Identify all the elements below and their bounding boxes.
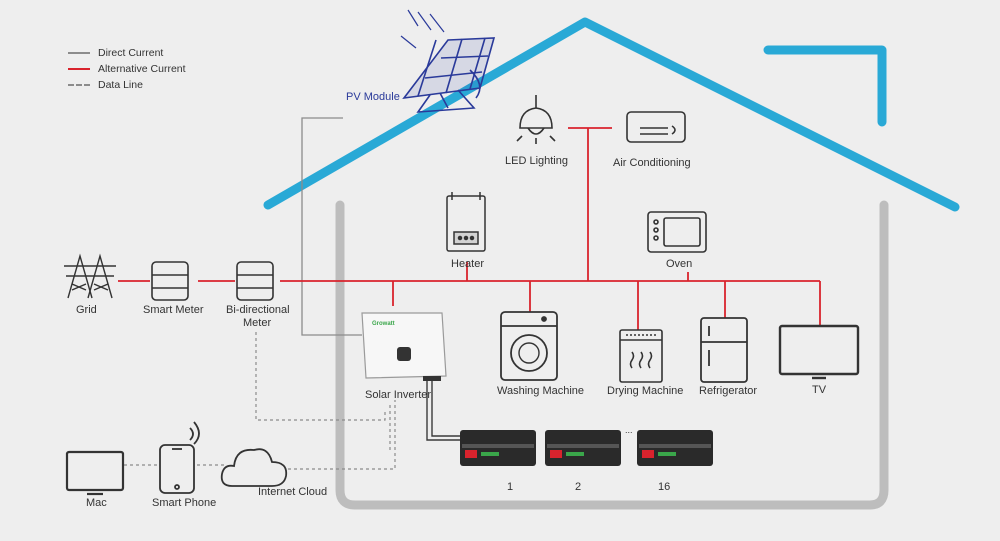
solar-inverter-label: Solar Inverter — [365, 389, 432, 401]
transmission-tower-icon — [64, 253, 116, 299]
bidirectional-meter-label-line2: Meter — [243, 317, 272, 329]
grid-label: Grid — [76, 304, 97, 316]
battery-ellipsis: ... — [625, 425, 633, 435]
washing-machine-icon — [500, 311, 558, 381]
legend-data-swatch — [68, 84, 90, 87]
pv-module-label: PV Module — [346, 91, 400, 103]
mac-label: Mac — [86, 497, 107, 509]
legend-data-label: Data Line — [98, 79, 143, 91]
inverter-icon — [361, 312, 447, 381]
air-conditioning-label: Air Conditioning — [613, 157, 691, 169]
battery-1-label: 1 — [507, 481, 514, 493]
tv-label: TV — [812, 384, 827, 396]
legend-data-line: Data Line — [68, 79, 143, 91]
inverter-brand: Growatt — [372, 321, 395, 327]
ac-lines — [118, 127, 821, 330]
legend-dc-label: Direct Current — [98, 47, 164, 59]
data-lines — [124, 332, 396, 470]
legend-direct-current: Direct Current — [68, 47, 163, 59]
meter-icon — [236, 261, 274, 301]
oven-icon — [647, 211, 707, 253]
bulb-icon — [516, 95, 556, 144]
phone-icon — [159, 421, 200, 494]
heater-icon — [446, 192, 486, 252]
battery-icon — [460, 430, 536, 466]
dc-line-pv-inverter — [301, 117, 362, 336]
battery-2-label: 2 — [575, 481, 582, 493]
battery-16-label: 16 — [658, 481, 671, 493]
bidirectional-meter-label-line1: Bi-directional — [226, 304, 290, 316]
smart-meter-label: Smart Meter — [143, 304, 204, 316]
battery-icon — [545, 430, 621, 466]
refrigerator-label: Refrigerator — [699, 385, 758, 397]
led-lighting-label: LED Lighting — [505, 155, 568, 167]
monitor-icon — [65, 450, 125, 496]
air-conditioner-icon — [626, 111, 686, 143]
house-roof — [263, 17, 960, 212]
heater-label: Heater — [451, 258, 485, 270]
washing-machine-label: Washing Machine — [497, 385, 585, 397]
dc-line-inverter-battery — [426, 380, 460, 441]
oven-label: Oven — [666, 258, 693, 270]
legend-dc-swatch — [68, 52, 90, 55]
tv-icon — [778, 324, 860, 380]
refrigerator-icon — [700, 317, 748, 383]
solar-panel-icon — [400, 9, 496, 113]
legend-alternative-current: Alternative Current — [68, 63, 186, 75]
smart-phone-label: Smart Phone — [152, 497, 217, 509]
dryer-icon — [619, 329, 663, 383]
internet-cloud-label: Internet Cloud — [258, 486, 328, 498]
legend-ac-label: Alternative Current — [98, 63, 186, 75]
house-walls — [335, 200, 889, 510]
battery-icon — [637, 430, 713, 466]
legend-ac-swatch — [68, 68, 90, 71]
drying-machine-label: Drying Machine — [607, 385, 684, 397]
meter-icon — [151, 261, 189, 301]
cloud-icon — [220, 448, 288, 487]
